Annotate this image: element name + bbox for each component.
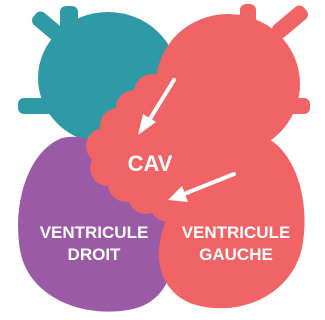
left-ventricle-label-line1: VENTRICULE xyxy=(182,223,291,242)
left-ventricle-label-line2: GAUCHE xyxy=(199,245,273,264)
right-ventricle-label-line2: DROIT xyxy=(68,245,122,264)
right-ventricle-label-line1: VENTRICULE xyxy=(40,223,149,242)
cav-label: CAV xyxy=(128,151,173,176)
